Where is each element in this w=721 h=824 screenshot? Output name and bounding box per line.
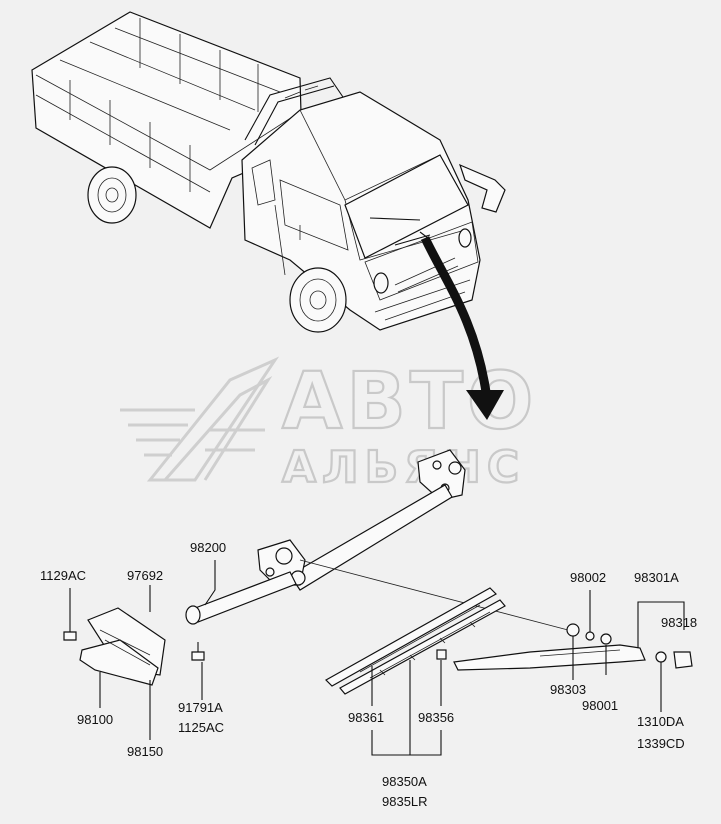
- label-98002: 98002: [570, 570, 606, 585]
- leader-pivot: [299, 559, 569, 631]
- label-98150: 98150: [127, 744, 163, 759]
- label-98356: 98356: [418, 710, 454, 725]
- label-98100: 98100: [77, 712, 113, 727]
- label-1339CD: 1339CD: [637, 736, 685, 751]
- label-98301A: 98301A: [634, 570, 679, 585]
- label-98361: 98361: [348, 710, 384, 725]
- label-98303: 98303: [550, 682, 586, 697]
- watermark-line1: АВТО: [282, 357, 537, 447]
- motor-cover: [63, 607, 205, 686]
- label-1310DA: 1310DA: [637, 714, 684, 729]
- wiper-arm: [453, 623, 693, 671]
- leader-lines: [69, 560, 685, 756]
- detail-arrow-icon: [420, 236, 504, 420]
- label-97692: 97692: [127, 568, 163, 583]
- label-98200: 98200: [190, 540, 226, 555]
- label-91791A: 91791A: [178, 700, 223, 715]
- watermark-line2: АЛЬЯНС: [282, 442, 525, 493]
- label-98350A: 98350A: [382, 774, 427, 789]
- part-labels: 1129AC 97692 98100 98150 98200 91791A 11…: [40, 540, 697, 809]
- label-98001: 98001: [582, 698, 618, 713]
- label-9835LR: 9835LR: [382, 794, 428, 809]
- wiper-blade: [325, 587, 506, 695]
- label-98318: 98318: [661, 615, 697, 630]
- label-1125AC: 1125AC: [178, 720, 224, 735]
- wiper-linkage: [185, 449, 466, 625]
- watermark-logo-icon: [120, 356, 280, 482]
- watermark: АВТО АЛЬЯНС: [120, 356, 537, 494]
- label-1129AC: 1129AC: [40, 568, 86, 583]
- truck-illustration: [31, 11, 506, 333]
